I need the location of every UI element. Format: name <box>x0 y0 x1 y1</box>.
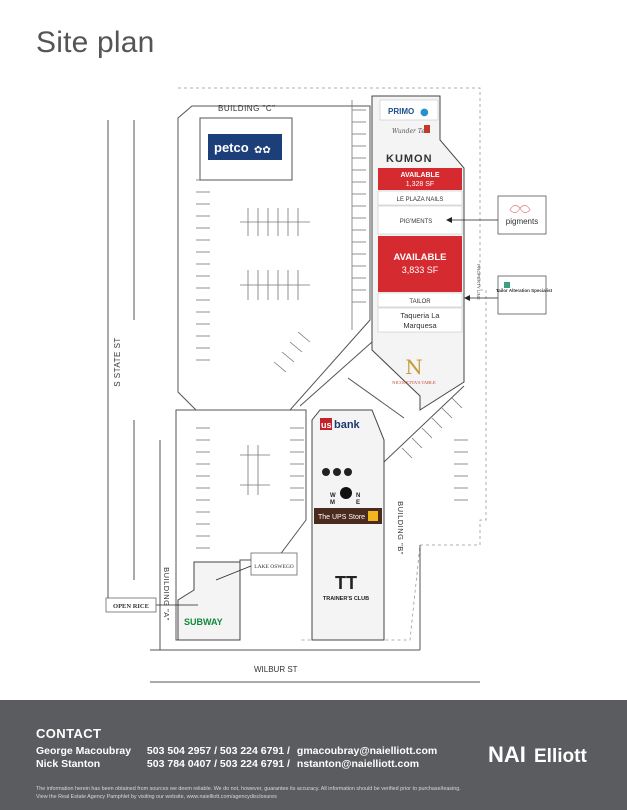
petco-logo-bg <box>208 134 282 160</box>
page-title: Site plan <box>36 26 155 59</box>
disclaimer-line: The information herein has been obtained… <box>36 786 461 792</box>
contact-phones: 503 504 2957 / 503 224 6791 / <box>146 745 290 757</box>
building-b-label: BUILDING "B" <box>396 501 405 555</box>
lake-oswego-callout <box>250 552 298 576</box>
building-a-label: BUILDING "A" <box>162 567 171 621</box>
contact-footer: CONTACT George Macoubray 503 504 2957 / … <box>0 700 627 810</box>
wlm-label-2: N <box>356 493 360 499</box>
taqueria-unit <box>377 307 463 333</box>
nails-label: LE PLAZA NAILS <box>397 197 444 203</box>
available-unit-1 <box>378 168 462 190</box>
brand-dot-icon <box>344 468 352 476</box>
subway-logo: SUBWAY <box>184 617 223 627</box>
contact-name: Nick Stanton <box>36 758 101 770</box>
site-plan-map: petco ✿✿ BUILDING "C" PRIMO ● Wunder Tea… <box>105 87 553 683</box>
taqueria-line-2: Marquesa <box>403 321 437 330</box>
tailor-label: TAILOR <box>409 299 431 305</box>
available-1-title: AVAILABLE <box>400 172 439 179</box>
wilbur-st-label: WILBUR ST <box>254 665 298 674</box>
tailor-callout-label: Tailor Alteration Specialist <box>496 288 553 293</box>
open-rice-label: OPEN RICE <box>113 603 149 610</box>
available-2-size: 3,833 SF <box>402 265 439 275</box>
parking-stalls <box>196 100 468 549</box>
contact-email[interactable]: gmacoubray@naielliott.com <box>296 745 438 757</box>
brand-nai: NAI <box>488 742 526 767</box>
usbank-bank: bank <box>334 419 361 431</box>
petco-building <box>199 117 293 181</box>
nicolettas-mark: N <box>405 355 423 379</box>
nicolettas-label: NICOLETTA'S TABLE <box>392 380 436 385</box>
available-2-title: AVAILABLE <box>394 252 447 263</box>
contact-row: Nick Stanton 503 784 0407 / 503 224 6791… <box>36 758 419 770</box>
building-b <box>311 409 385 641</box>
ups-label: The UPS Store <box>318 514 365 521</box>
arrowhead-icon <box>446 217 452 223</box>
trainers-mark-icon: TT <box>335 573 357 593</box>
available-1-size: 1,328 SF <box>406 181 434 188</box>
wlm-label-1: W <box>330 493 336 499</box>
ups-shield-icon <box>368 511 378 521</box>
pigments-callout-label: pigments <box>506 217 538 226</box>
building-c-label: BUILDING "C" <box>218 104 275 113</box>
wlm-label-4: E <box>356 500 360 506</box>
state-st-label: S STATE ST <box>113 337 122 387</box>
primo-logo: PRIMO <box>388 107 414 116</box>
wunder-tea-logo: Wunder Tea <box>392 128 429 135</box>
contact-name: George Macoubray <box>36 745 132 757</box>
nails-unit <box>377 190 463 206</box>
water-drop-icon: ● <box>420 107 429 118</box>
usbank-us-bg <box>320 418 332 430</box>
pigments-unit <box>377 205 463 235</box>
contact-email[interactable]: nstanton@naielliott.com <box>296 758 420 770</box>
disclaimer-line[interactable]: View the Real Estate Agency Pamphlet by … <box>36 794 277 800</box>
drive-line <box>383 385 465 463</box>
contact-heading: CONTACT <box>36 726 102 741</box>
trainers-label: TRAINER'S CLUB <box>323 596 369 602</box>
brand-elliott: Elliott <box>534 746 587 767</box>
petco-pets-icon: ✿✿ <box>254 145 271 156</box>
kumon-logo: KUMON <box>386 153 433 165</box>
wlm-badge-icon <box>340 487 352 499</box>
tailor-callout-icon <box>504 282 510 288</box>
available-unit-2 <box>378 236 462 292</box>
callout-arrow <box>215 565 252 581</box>
drive-line <box>347 377 405 419</box>
brand-dot-icon <box>333 468 341 476</box>
tailor-callout-box <box>497 275 547 315</box>
property-boundary <box>178 87 487 641</box>
pigments-flower-icon <box>509 205 531 213</box>
brand-dot-icon <box>322 468 330 476</box>
arrowhead-icon <box>464 295 470 301</box>
usbank-us: us <box>321 420 332 430</box>
contact-phones: 503 784 0407 / 503 224 6791 / <box>146 758 290 770</box>
tailor-unit <box>377 292 463 308</box>
drive-line <box>299 341 373 407</box>
property-line-label: PROPERTY LINE <box>476 264 481 300</box>
lake-oswego-label: LAKE OSWEGO <box>254 564 294 570</box>
taqueria-line-1: Taqueria La <box>400 311 440 320</box>
petco-logo: petco <box>214 140 249 155</box>
ups-logo-bg <box>314 508 382 524</box>
building-a <box>177 561 241 641</box>
wlm-label-3: M <box>330 500 335 506</box>
wunder-tea-mark <box>424 125 430 133</box>
pigments-callout-box <box>497 195 547 235</box>
nai-elliott-logo: NAI Elliott <box>488 742 587 767</box>
pigments-label: PIG'MENTS <box>400 219 432 225</box>
primo-unit <box>379 99 439 121</box>
contact-row: George Macoubray 503 504 2957 / 503 224 … <box>36 745 437 757</box>
